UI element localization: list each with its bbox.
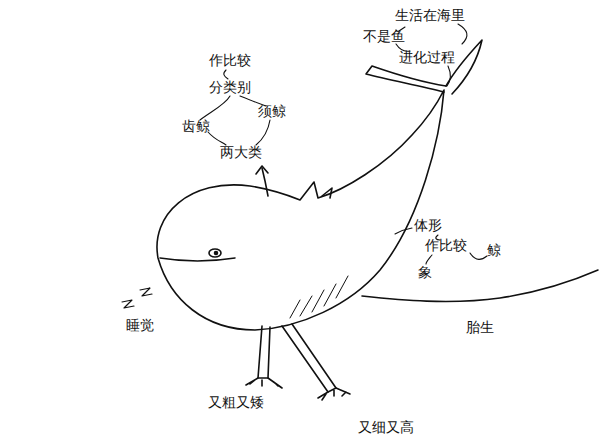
leader-line bbox=[470, 253, 487, 259]
note-label: 又细又高 bbox=[358, 420, 414, 435]
whale-fin bbox=[322, 188, 332, 198]
sleep-mark bbox=[122, 288, 152, 308]
whale-mouth bbox=[160, 258, 235, 261]
whale-fluke bbox=[366, 66, 446, 92]
note-label: 象 bbox=[418, 265, 432, 280]
leader-line bbox=[256, 120, 270, 145]
note-label: 作比较 bbox=[425, 238, 467, 253]
note-label: 体形 bbox=[414, 218, 442, 233]
note-label: 两大类 bbox=[220, 145, 262, 160]
leader-line bbox=[458, 24, 467, 44]
tall-leg bbox=[282, 324, 336, 392]
belly-shading bbox=[290, 276, 348, 318]
note-label: 须鲸 bbox=[258, 104, 286, 119]
arrow-head bbox=[256, 166, 268, 174]
leader-line bbox=[447, 66, 450, 86]
ground-line bbox=[362, 270, 598, 302]
note-label: 鲸 bbox=[487, 243, 501, 258]
note-label: 作比较 bbox=[209, 53, 251, 68]
tall-foot bbox=[318, 388, 350, 400]
leader-line bbox=[208, 132, 226, 145]
note-label: 不是鱼 bbox=[363, 29, 405, 44]
whale-pupil bbox=[215, 252, 218, 255]
leader-line bbox=[200, 96, 230, 120]
note-label: 又粗又矮 bbox=[208, 395, 264, 410]
note-label: 分类别 bbox=[209, 80, 251, 95]
whale-fluke bbox=[446, 40, 482, 94]
short-foot bbox=[246, 378, 282, 388]
note-label: 胎生 bbox=[466, 320, 494, 335]
leader-line bbox=[426, 255, 432, 264]
whale-eye bbox=[209, 249, 221, 257]
note-label: 齿鲸 bbox=[182, 119, 210, 134]
note-label: 睡觉 bbox=[126, 318, 154, 333]
whale-body bbox=[157, 90, 444, 330]
note-label: 进化过程 bbox=[399, 50, 455, 65]
short-leg bbox=[258, 326, 270, 378]
leader-line bbox=[224, 70, 228, 79]
note-label: 生活在海里 bbox=[395, 8, 465, 23]
leader-line bbox=[395, 228, 412, 234]
